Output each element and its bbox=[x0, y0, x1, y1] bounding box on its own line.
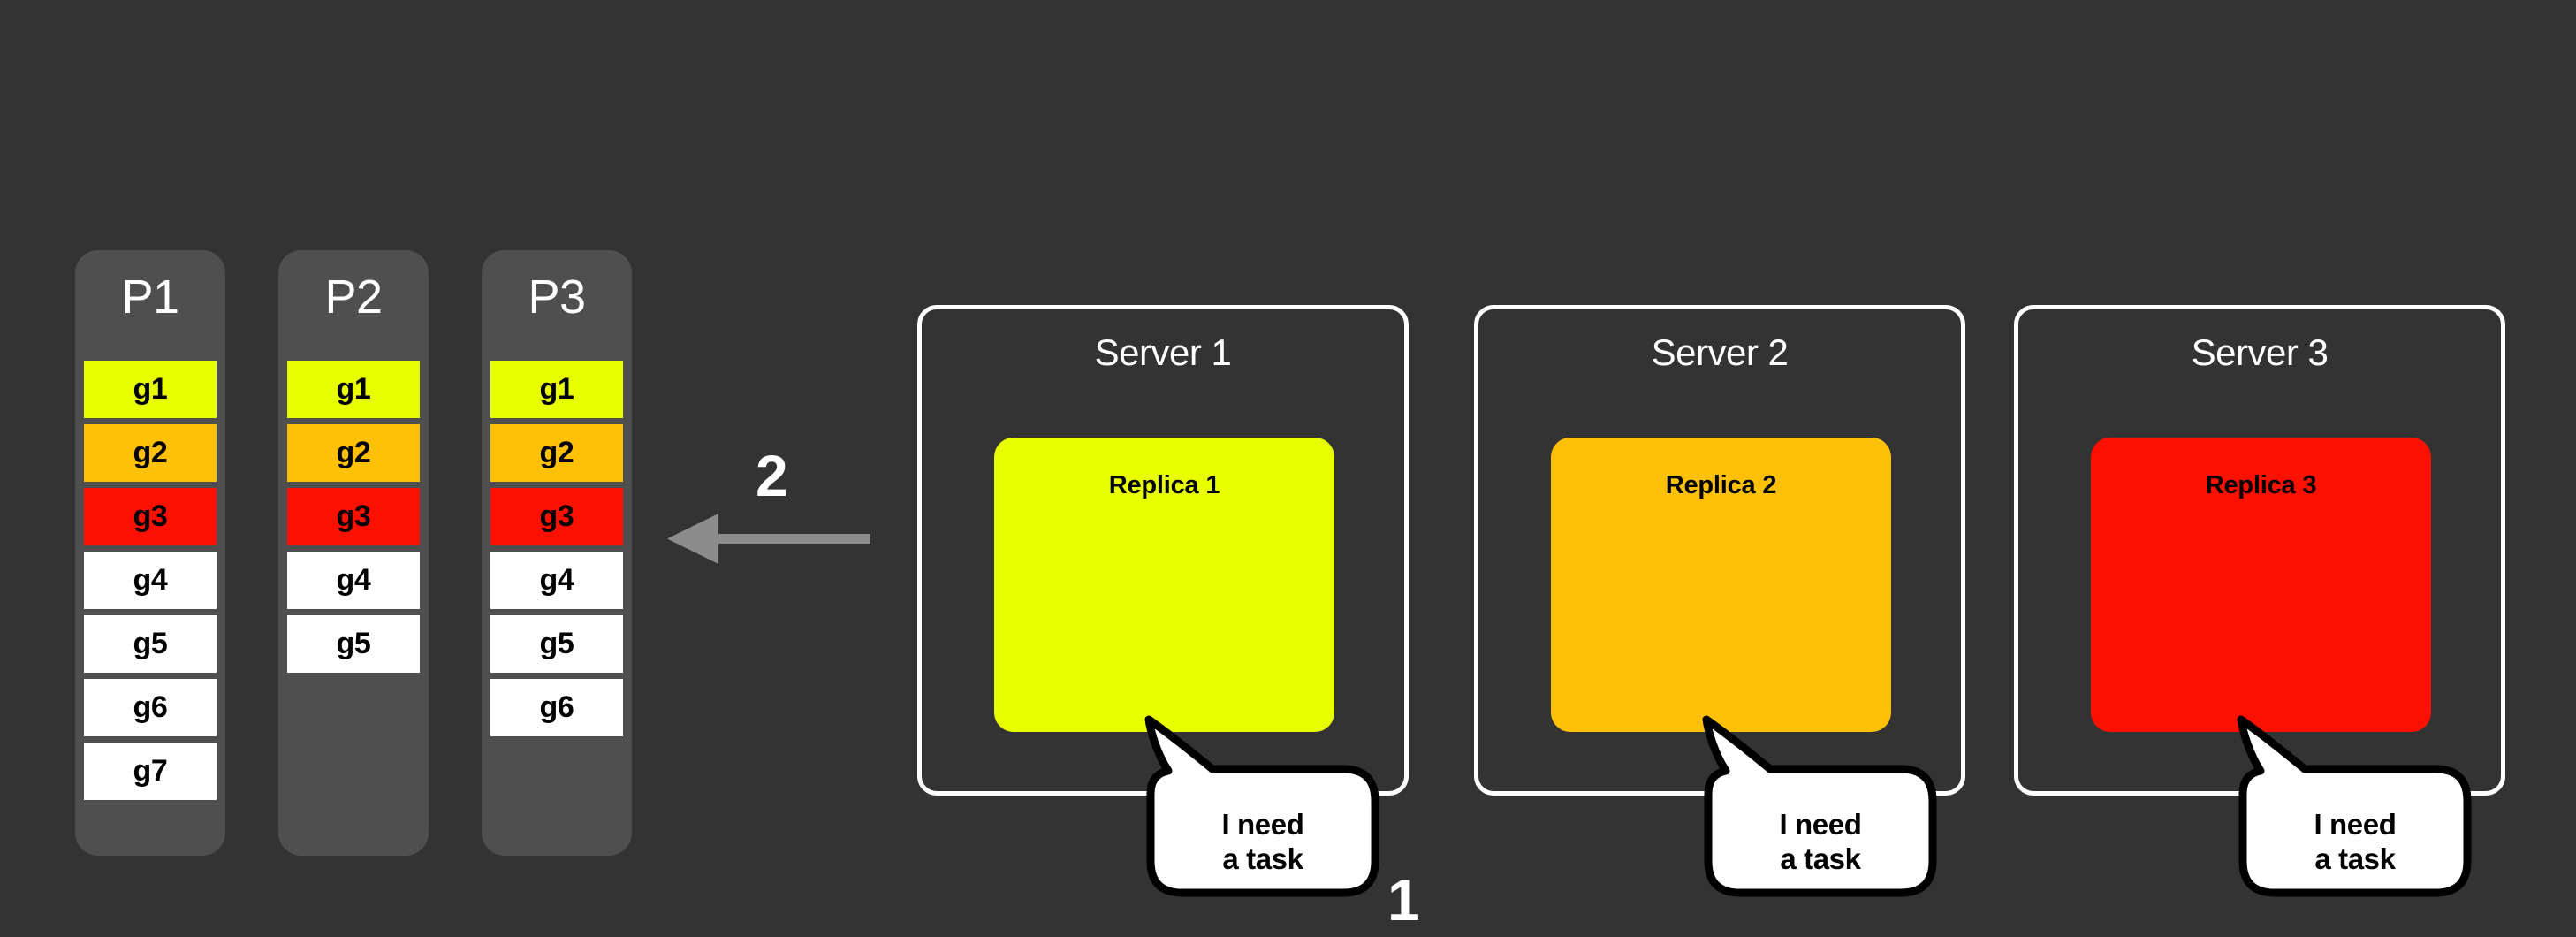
server-box-3[interactable]: Server 3 Replica 3 bbox=[2014, 305, 2505, 796]
replica-box[interactable]: Replica 3 bbox=[2091, 438, 2431, 732]
server-title: Server 1 bbox=[1094, 331, 1232, 373]
group-cell[interactable]: g3 bbox=[287, 488, 420, 545]
partition-cell-list-p2: g1 g2 g3 g4 g5 bbox=[287, 361, 420, 679]
assignment-arrow-icon bbox=[667, 514, 870, 564]
group-cell[interactable]: g4 bbox=[287, 552, 420, 609]
group-cell[interactable]: g7 bbox=[84, 743, 217, 800]
replica-box[interactable]: Replica 2 bbox=[1551, 438, 1891, 732]
group-cell[interactable]: g3 bbox=[84, 488, 217, 545]
replica-box[interactable]: Replica 1 bbox=[994, 438, 1334, 732]
partition-cell-list-p1: g1 g2 g3 g4 g5 g6 g7 bbox=[84, 361, 217, 806]
group-cell[interactable]: g2 bbox=[490, 424, 623, 482]
partition-title: P1 bbox=[121, 270, 179, 324]
partition-title: P2 bbox=[324, 270, 383, 324]
speech-bubble-shape bbox=[2237, 715, 2472, 897]
partition-column-p3[interactable]: P3 g1 g2 g3 g4 g5 g6 bbox=[482, 250, 632, 856]
replica-label: Replica 3 bbox=[2205, 471, 2317, 499]
group-cell[interactable]: g1 bbox=[287, 361, 420, 418]
group-cell[interactable]: g5 bbox=[490, 615, 623, 673]
step-1-label: 1 bbox=[1387, 867, 1420, 933]
speech-bubble-shape bbox=[1144, 715, 1379, 897]
speech-bubble-server-2[interactable]: I need a task bbox=[1701, 715, 1940, 897]
replica-label: Replica 1 bbox=[1108, 471, 1220, 499]
server-box-2[interactable]: Server 2 Replica 2 bbox=[1474, 305, 1965, 796]
partition-title: P3 bbox=[528, 270, 586, 324]
group-cell[interactable]: g2 bbox=[287, 424, 420, 482]
group-cell[interactable]: g1 bbox=[490, 361, 623, 418]
group-cell[interactable]: g5 bbox=[287, 615, 420, 673]
speech-bubble-server-3[interactable]: I need a task bbox=[2236, 715, 2474, 897]
group-cell[interactable]: g6 bbox=[84, 679, 217, 736]
speech-bubble-server-1[interactable]: I need a task bbox=[1144, 715, 1382, 897]
step-2-label: 2 bbox=[756, 443, 788, 508]
group-cell[interactable]: g5 bbox=[84, 615, 217, 673]
arrow-left-icon bbox=[667, 514, 870, 564]
partition-column-p2[interactable]: P2 g1 g2 g3 g4 g5 bbox=[278, 250, 429, 856]
group-cell[interactable]: g2 bbox=[84, 424, 217, 482]
group-cell[interactable]: g6 bbox=[490, 679, 623, 736]
group-cell[interactable]: g1 bbox=[84, 361, 217, 418]
replica-label: Replica 2 bbox=[1665, 471, 1777, 499]
speech-bubble-shape bbox=[1702, 715, 1937, 897]
partition-cell-list-p3: g1 g2 g3 g4 g5 g6 bbox=[490, 361, 623, 743]
server-title: Server 2 bbox=[1651, 331, 1789, 373]
partition-column-p1[interactable]: P1 g1 g2 g3 g4 g5 g6 g7 bbox=[75, 250, 225, 856]
group-cell[interactable]: g3 bbox=[490, 488, 623, 545]
server-title: Server 3 bbox=[2191, 331, 2329, 373]
server-box-1[interactable]: Server 1 Replica 1 bbox=[917, 305, 1409, 796]
group-cell[interactable]: g4 bbox=[84, 552, 217, 609]
group-cell[interactable]: g4 bbox=[490, 552, 623, 609]
